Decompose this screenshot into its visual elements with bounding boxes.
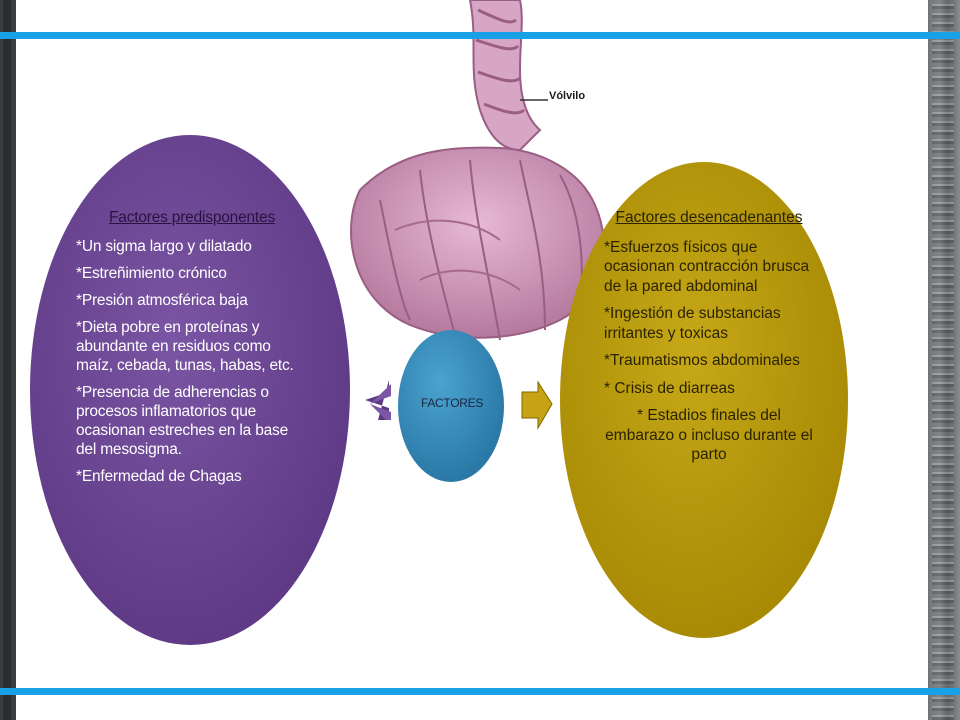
top-accent-bar: [0, 32, 960, 39]
volvulus-label: Vólvilo: [549, 90, 586, 102]
triggering-factors-text: Factores desencadenantes *Esfuerzos físi…: [604, 208, 814, 473]
triggering-title: Factores desencadenantes: [615, 209, 803, 226]
center-label: FACTORES: [420, 396, 484, 410]
predisposing-item: *Presión atmosférica baja: [76, 292, 248, 309]
triggering-item: * Estadios finales del embarazo o inclus…: [605, 407, 813, 463]
predisposing-factors-text: Factores predisponentes *Un sigma largo …: [76, 208, 308, 494]
volvulus-illustration: [350, 0, 605, 341]
triggering-item: * Crisis de diarreas: [604, 379, 735, 397]
triggering-item: *Traumatismos abdominales: [604, 352, 800, 369]
bottom-accent-bar: [0, 688, 960, 695]
predisposing-title: Factores predisponentes: [109, 209, 275, 226]
predisposing-item: *Estreñimiento crónico: [76, 265, 227, 282]
triggering-item: *Ingestión de substancias irritantes y t…: [604, 305, 781, 342]
right-arrow-icon: [521, 380, 553, 430]
predisposing-item: *Dieta pobre en proteínas y abundante en…: [76, 319, 294, 374]
right-frame: [928, 0, 960, 720]
predisposing-factors-ellipse: [30, 135, 350, 645]
left-frame: [0, 0, 16, 720]
left-arrow-icon: [365, 380, 391, 420]
factors-center-ellipse: [398, 330, 504, 482]
triggering-item: *Esfuerzos físicos que ocasionan contrac…: [604, 238, 810, 295]
predisposing-item: *Un sigma largo y dilatado: [76, 238, 252, 255]
triggering-factors-ellipse: [560, 162, 848, 638]
predisposing-item: *Enfermedad de Chagas: [76, 468, 242, 485]
predisposing-item: *Presencia de adherencias o procesos inf…: [76, 384, 289, 458]
